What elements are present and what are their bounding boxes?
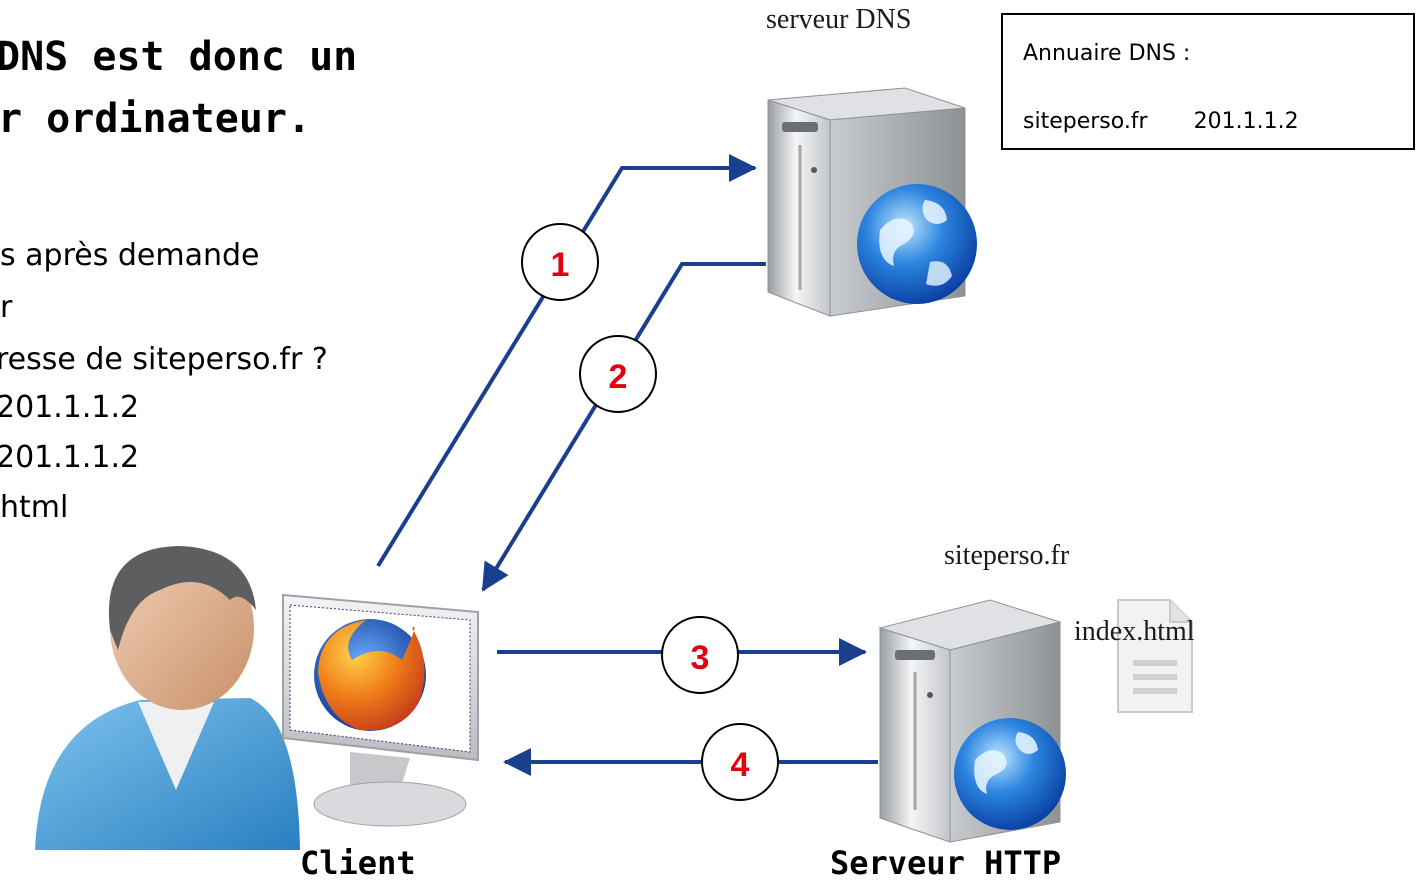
dns-server-icon: [767, 87, 977, 317]
heading-line-1: DNS est donc un: [0, 34, 358, 80]
file-label: index.html: [1074, 616, 1195, 647]
dns-entry-ip: 201.1.1.2: [1193, 109, 1299, 134]
step-badge-number: 2: [609, 358, 628, 396]
dns-directory-box: Annuaire DNS : siteperso.fr 201.1.1.2: [1001, 13, 1415, 150]
step-badge-number: 4: [731, 746, 750, 784]
step-text: 201.1.1.2: [0, 440, 140, 475]
step-text: html: [0, 490, 69, 525]
arrow-1: [376, 154, 757, 568]
dns-server-label: serveur DNS: [766, 4, 912, 35]
globe-icon: [857, 184, 977, 304]
dns-entry-domain: siteperso.fr: [1023, 109, 1148, 134]
step-badge-number: 3: [691, 639, 710, 677]
client-caption: Client: [300, 844, 416, 882]
http-server-icon: [878, 599, 1066, 843]
site-domain-label: siteperso.fr: [944, 540, 1070, 571]
http-server-caption: Serveur HTTP: [830, 844, 1062, 882]
step-badge-number: 1: [551, 246, 570, 284]
step-text: 201.1.1.2: [0, 390, 140, 425]
arrow-2: [481, 262, 766, 592]
step-text: r: [0, 290, 13, 325]
step-badge-4: 4: [701, 723, 779, 801]
step-badge-3: 3: [661, 616, 739, 694]
step-text: resse de siteperso.fr ?: [0, 342, 328, 377]
step-badge-2: 2: [579, 335, 657, 413]
step-badge-1: 1: [521, 223, 599, 301]
dns-directory-title: Annuaire DNS :: [1023, 41, 1191, 66]
browser-logo-icon: [314, 619, 426, 731]
file-icon: [1117, 599, 1193, 713]
globe-icon: [954, 718, 1066, 830]
client-monitor-icon: [282, 593, 479, 827]
dns-directory-entry: siteperso.fr 201.1.1.2: [1023, 109, 1299, 134]
heading-line-2: r ordinateur.: [0, 96, 312, 142]
user-avatar-icon: [35, 546, 300, 850]
step-text: s après demande: [0, 238, 260, 273]
